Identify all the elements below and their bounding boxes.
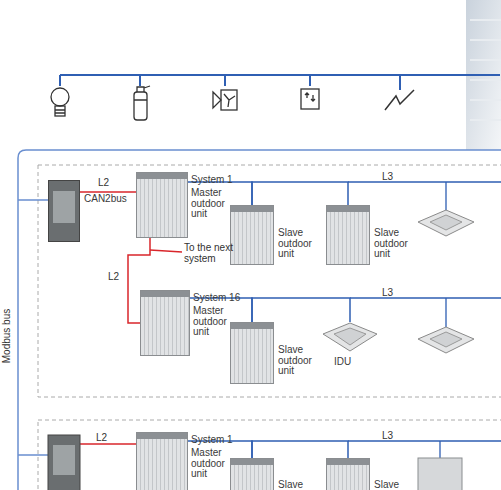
damper-left xyxy=(213,92,221,108)
gateway-panel xyxy=(53,191,75,223)
outdoor-unit: Slave outdoor unit xyxy=(230,322,274,384)
cassette-grille xyxy=(334,328,366,345)
unit-label: CAN2bus xyxy=(84,194,144,205)
line-label: L3 xyxy=(382,288,402,299)
cassette-body xyxy=(418,327,474,353)
gateway-panel xyxy=(53,445,75,475)
system-heading: System 1 xyxy=(191,435,251,446)
extinguisher-icon xyxy=(134,86,150,120)
fan-box xyxy=(221,90,237,110)
can-wire xyxy=(80,443,136,445)
cassette-grille xyxy=(430,332,462,347)
extinguisher-body xyxy=(134,92,147,120)
system-heading: System 16 xyxy=(193,293,253,304)
bulb-glass xyxy=(51,88,69,106)
unit-label: Slave xyxy=(278,480,320,490)
building-floors xyxy=(470,20,501,120)
outdoor-unit: Slave xyxy=(230,458,274,490)
line-label: L2 xyxy=(96,433,116,444)
outdoor-unit: System 1Master outdoor unit xyxy=(136,432,188,490)
cassette-outline xyxy=(322,322,378,352)
cassette-unit xyxy=(418,210,474,236)
group-frame xyxy=(38,165,501,397)
unit-label: IDU xyxy=(334,357,364,368)
fan-blades xyxy=(224,94,235,107)
unit-label: Master outdoor unit xyxy=(191,448,235,480)
outdoor-unit xyxy=(418,458,462,490)
cassette-body xyxy=(323,323,377,351)
bulb-base xyxy=(55,106,65,116)
lightning-icon xyxy=(385,90,414,110)
outdoor-unit: System 16Master outdoor unit xyxy=(140,290,190,356)
outdoor-unit: Slave outdoor unit xyxy=(230,205,274,265)
gateway-device: CAN2bus xyxy=(48,180,80,242)
next-system-wire xyxy=(150,250,182,252)
bulb-thread xyxy=(55,110,65,113)
cassette-grille xyxy=(430,215,462,230)
unit-label: Slave outdoor unit xyxy=(374,228,416,260)
elevator-box xyxy=(301,89,319,109)
building-bus-line xyxy=(60,75,500,90)
indoor-unit: IDU xyxy=(322,322,378,352)
l3-wire xyxy=(348,182,501,458)
outdoor-unit: Slave xyxy=(326,458,370,490)
line-label: To the next system xyxy=(184,243,246,264)
gateway-device xyxy=(48,435,80,490)
extinguisher-head xyxy=(134,86,150,100)
unit-label: Slave xyxy=(374,480,416,490)
line-label: L2 xyxy=(108,272,119,283)
bus-connector xyxy=(80,191,136,193)
line-label: L3 xyxy=(382,431,402,442)
modbus-frame xyxy=(18,150,501,490)
bus-connector xyxy=(252,182,348,205)
system-heading: System 1 xyxy=(191,175,251,186)
line-label: L3 xyxy=(382,172,402,183)
unit-label: Slave outdoor unit xyxy=(278,228,320,260)
bus-name: Modbus bus xyxy=(2,296,14,376)
cassette-body xyxy=(418,210,474,236)
bus-connector xyxy=(252,441,348,458)
fan-damper-icon xyxy=(213,90,237,110)
modbus-drop xyxy=(18,200,48,455)
bus-connector xyxy=(252,298,350,322)
elevator-icon xyxy=(301,89,319,109)
outdoor-unit: Slave outdoor unit xyxy=(326,205,370,265)
cassette-unit xyxy=(418,327,474,353)
line-label: L2 xyxy=(98,178,109,189)
unit-label: Slave outdoor unit xyxy=(278,345,320,377)
unit-label: Master outdoor unit xyxy=(191,188,235,220)
bulb-icon xyxy=(51,88,69,116)
outdoor-unit: System 1Master outdoor unit xyxy=(136,172,188,238)
group-frame xyxy=(38,420,501,490)
elevator-arrows xyxy=(305,93,315,101)
